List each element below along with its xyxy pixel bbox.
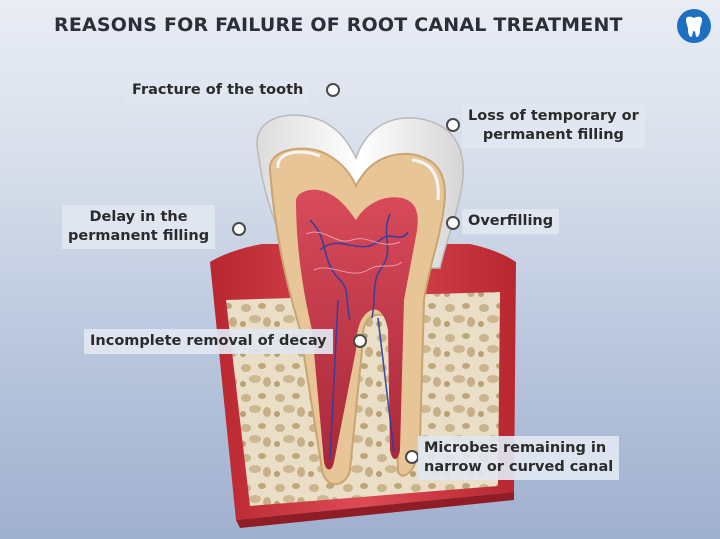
- label-incomplete-decay-removal: Incomplete removal of decay: [84, 329, 333, 354]
- label-loss-filling: Loss of temporary or permanent filling: [462, 104, 645, 148]
- marker-overfilling: [446, 216, 460, 230]
- label-overfilling: Overfilling: [462, 209, 560, 234]
- page-title: REASONS FOR FAILURE OF ROOT CANAL TREATM…: [54, 14, 623, 36]
- marker-fracture: [326, 83, 340, 97]
- marker-microbes-canal: [405, 450, 419, 464]
- tooth-logo-icon: [677, 9, 711, 43]
- marker-loss-filling: [446, 118, 460, 132]
- marker-incomplete-decay-removal: [353, 334, 367, 348]
- label-microbes-canal: Microbes remaining in narrow or curved c…: [418, 436, 620, 480]
- label-fracture: Fracture of the tooth: [126, 78, 310, 103]
- marker-delay-filling: [232, 222, 246, 236]
- label-delay-filling: Delay in the permanent filling: [62, 205, 216, 249]
